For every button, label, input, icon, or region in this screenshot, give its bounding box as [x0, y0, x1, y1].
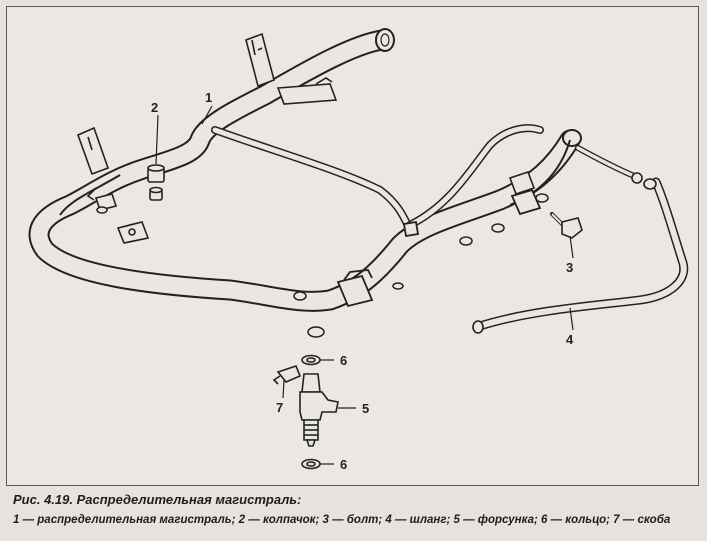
caps: [147, 164, 165, 201]
callout-4: 4: [566, 332, 574, 347]
caption-title: Рис. 4.19. Распределительная магистраль:: [13, 492, 302, 507]
rail-clamps: [336, 188, 542, 308]
callout-7: 7: [276, 400, 283, 415]
callout-1: 1: [205, 90, 212, 105]
injector: [272, 354, 339, 470]
injector-ports: [96, 193, 549, 338]
callout-6-top: 6: [340, 353, 347, 368]
hose: [472, 145, 689, 334]
fuel-rail: [28, 28, 582, 312]
callout-6-bottom: 6: [340, 457, 347, 472]
bolt: [550, 212, 583, 239]
mounting-brackets: [76, 32, 536, 244]
callout-2: 2: [151, 100, 158, 115]
callout-3: 3: [566, 260, 573, 275]
callout-5: 5: [362, 401, 369, 416]
figure-caption: Рис. 4.19. Распределительная магистраль:…: [13, 492, 699, 526]
figure-frame: [6, 6, 699, 486]
caption-legend: 1 — распределительная магистраль; 2 — ко…: [13, 514, 671, 526]
leader-lines: [155, 105, 574, 465]
